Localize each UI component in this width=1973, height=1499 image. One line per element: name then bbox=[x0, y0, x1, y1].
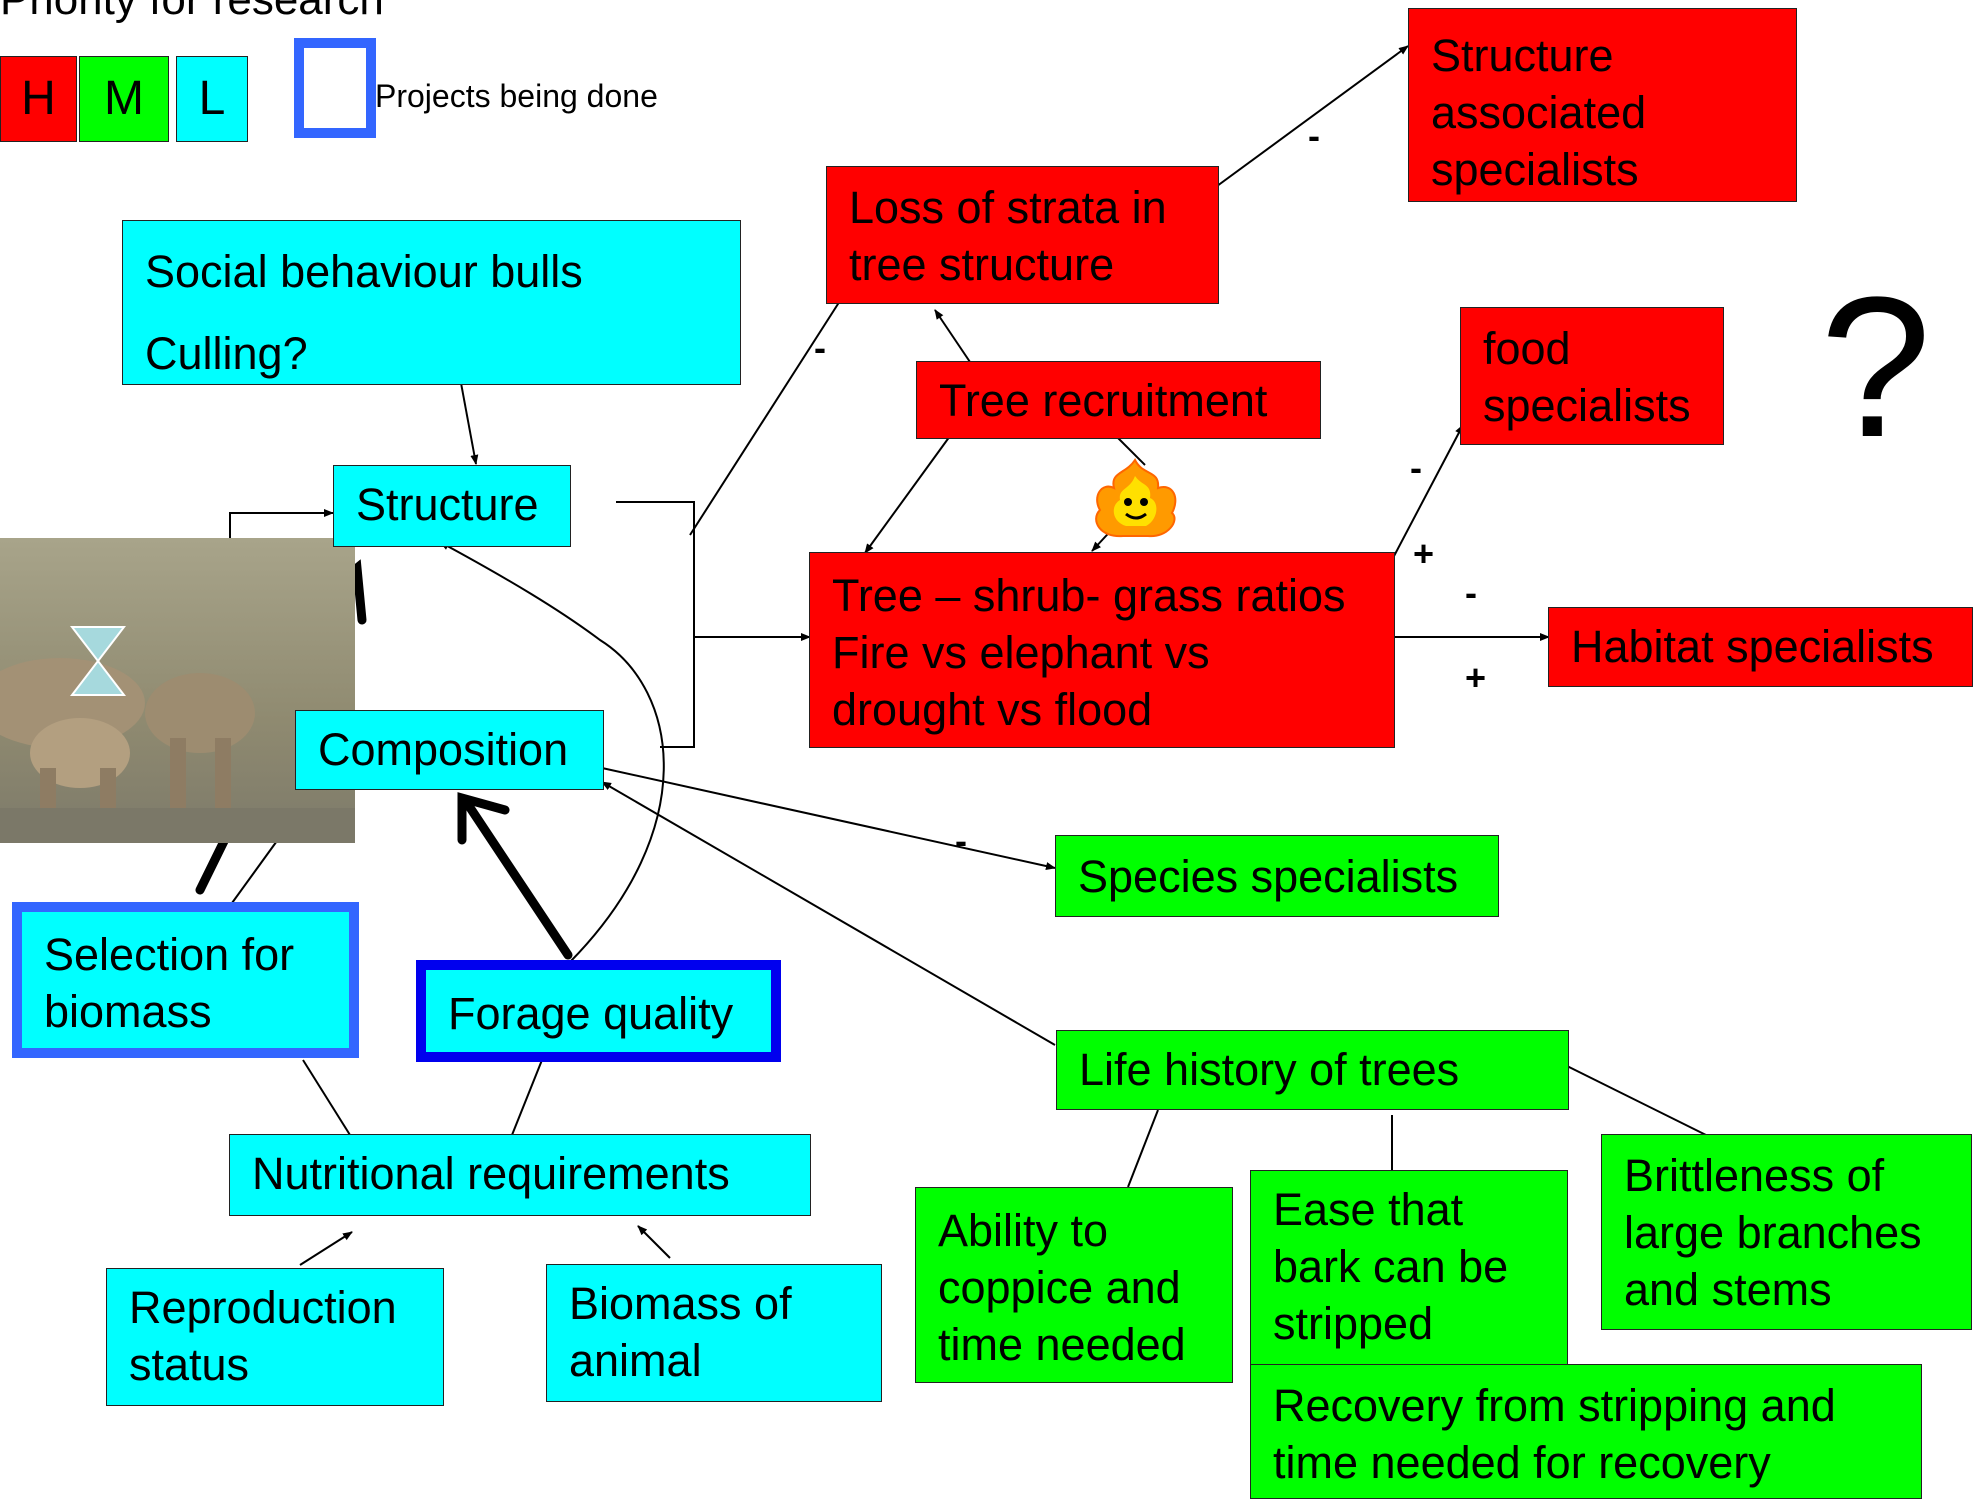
sign-minus-structure-associated: - bbox=[1308, 115, 1320, 156]
arrow-bracket-to-loss bbox=[689, 292, 846, 536]
legend-high: H bbox=[0, 56, 77, 142]
box-composition: Composition bbox=[295, 710, 604, 790]
line-selection-to-nutritional bbox=[302, 1059, 351, 1136]
curve-forage-to-structure bbox=[439, 541, 665, 963]
arrow-biomass-to-nutritional bbox=[637, 1225, 671, 1259]
box-tree-shrub-grass-ratios: Tree – shrub- grass ratios Fire vs eleph… bbox=[809, 552, 1395, 748]
box-tree-recruitment: Tree recruitment bbox=[916, 361, 1321, 439]
arrow-loss-to-structure-specialists bbox=[1197, 45, 1409, 201]
box-loss-of-strata: Loss of strata in tree structure bbox=[826, 166, 1219, 304]
box-ease-bark-stripped: Ease that bark can be stripped bbox=[1250, 1170, 1568, 1366]
box-brittleness: Brittleness of large branches and stems bbox=[1601, 1134, 1972, 1330]
box-nutritional-requirements: Nutritional requirements bbox=[229, 1134, 811, 1216]
arrow-reproduction-to-nutritional bbox=[299, 1231, 353, 1266]
box-life-history-of-trees: Life history of trees bbox=[1056, 1030, 1569, 1110]
legend-projects-swatch bbox=[294, 38, 376, 138]
box-reproduction-status: Reproduction status bbox=[106, 1268, 444, 1406]
sign-minus-food: - bbox=[1410, 447, 1422, 488]
sign-plus-habitat: + bbox=[1465, 657, 1487, 698]
legend-medium: M bbox=[79, 56, 169, 142]
line-lifehistory-to-brittleness bbox=[1564, 1064, 1707, 1136]
arrow-composition-to-species bbox=[601, 767, 1056, 870]
box-social-behaviour-bulls: Social behaviour bulls Culling? bbox=[122, 220, 741, 385]
arrow-social-to-structure bbox=[460, 382, 479, 465]
thick-arrow-forage-to-composition bbox=[460, 795, 573, 960]
thick-arrowhead-composition bbox=[457, 792, 510, 845]
box-ability-to-coppice: Ability to coppice and time needed bbox=[915, 1187, 1233, 1383]
arrow-ratios-to-food bbox=[1392, 424, 1464, 559]
box-forage-quality: Forage quality bbox=[416, 960, 781, 1062]
line-lifehistory-to-coppice bbox=[1127, 1109, 1159, 1188]
sign-minus-habitat: - bbox=[1465, 572, 1477, 613]
box-structure: Structure bbox=[333, 465, 571, 547]
fire-icon bbox=[1095, 458, 1177, 538]
legend-title: Priority for research bbox=[0, 0, 384, 22]
legend-projects-label: Projects being done bbox=[375, 78, 658, 114]
box-biomass-of-animal: Biomass of animal bbox=[546, 1264, 882, 1402]
box-food-specialists: food specialists bbox=[1460, 307, 1724, 445]
bracket-structure-composition bbox=[616, 501, 695, 748]
box-structure-associated-specialists: Structure associated specialists bbox=[1408, 8, 1797, 202]
arrow-recruitment-to-loss bbox=[934, 309, 971, 363]
sign-minus-species: - bbox=[955, 820, 967, 861]
question-mark: ? bbox=[1820, 256, 1932, 479]
valve-icon bbox=[70, 626, 126, 696]
box-species-specialists: Species specialists bbox=[1055, 835, 1499, 917]
arrow-recruitment-to-ratios bbox=[864, 435, 951, 554]
arrow-lifehistory-to-composition bbox=[601, 781, 1056, 1046]
box-habitat-specialists: Habitat specialists bbox=[1548, 607, 1973, 687]
sign-minus-loss-strata: - bbox=[814, 327, 826, 368]
legend-low: L bbox=[176, 56, 248, 142]
box-recovery-from-stripping: Recovery from stripping and time needed … bbox=[1250, 1364, 1922, 1499]
arrow-nutritional-to-forage bbox=[511, 1049, 547, 1136]
elephant-photo bbox=[0, 538, 355, 843]
box-selection-for-biomass: Selection for biomass bbox=[12, 902, 359, 1058]
sign-plus-food: + bbox=[1413, 533, 1435, 574]
